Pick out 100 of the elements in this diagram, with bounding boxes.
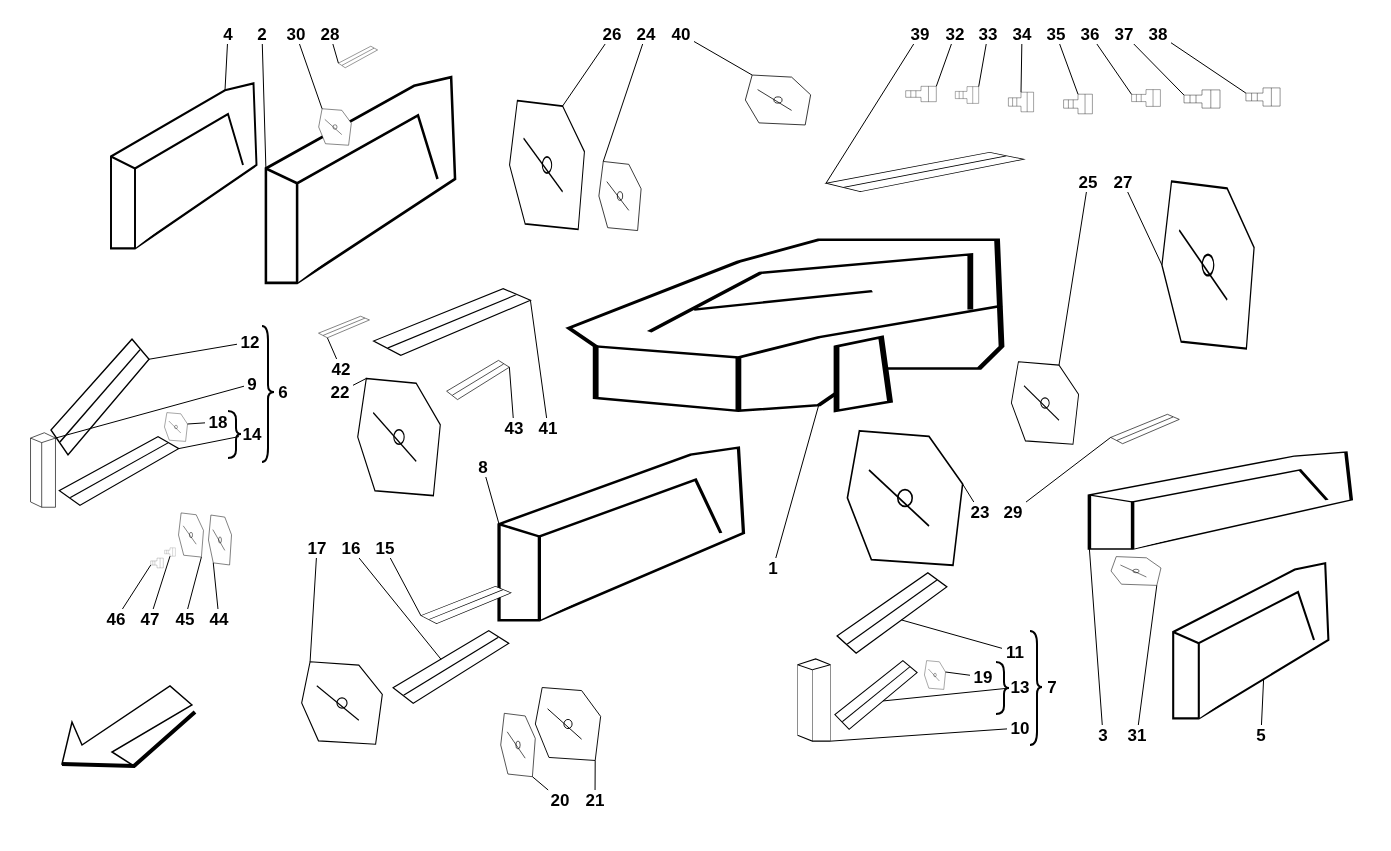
callout-number: 24 bbox=[633, 24, 659, 44]
callout-number: 4 bbox=[220, 24, 236, 44]
bolt-icon bbox=[954, 83, 980, 107]
callout-number: 9 bbox=[244, 374, 260, 394]
leader-line bbox=[299, 43, 323, 110]
callout-number: 19 bbox=[970, 667, 996, 687]
callout-number: 45 bbox=[172, 609, 198, 629]
callout-number: 7 bbox=[1047, 678, 1057, 696]
panel-drawing bbox=[508, 98, 586, 232]
leader-line bbox=[224, 43, 228, 91]
frame-drawing bbox=[108, 80, 258, 250]
callout-number: 23 bbox=[967, 502, 993, 522]
callout-number: 25 bbox=[1075, 172, 1101, 192]
callout-number: 47 bbox=[137, 609, 163, 629]
callout-number: 11 bbox=[1002, 642, 1028, 662]
callout-number: 32 bbox=[942, 24, 968, 44]
callout-number: 29 bbox=[1000, 502, 1026, 522]
callout-number: 28 bbox=[317, 24, 343, 44]
leader-line bbox=[508, 366, 514, 419]
callout-number: 38 bbox=[1145, 24, 1171, 44]
callout-number: 3 bbox=[1095, 725, 1111, 745]
callout-number: 31 bbox=[1124, 725, 1150, 745]
panel-drawing bbox=[1160, 178, 1256, 352]
leader-line bbox=[1137, 584, 1158, 726]
callout-number: 27 bbox=[1110, 172, 1136, 192]
leader-line bbox=[1127, 191, 1163, 266]
panel-drawing bbox=[164, 412, 188, 442]
leader-line bbox=[1058, 191, 1087, 366]
leader-line bbox=[562, 43, 606, 107]
leader-line bbox=[1260, 678, 1265, 726]
leader-line bbox=[309, 557, 317, 663]
callout-number: 46 bbox=[103, 609, 129, 629]
panel-drawing bbox=[1010, 360, 1080, 446]
beam-drawing bbox=[50, 338, 150, 456]
panel-drawing bbox=[318, 108, 352, 146]
post-drawing bbox=[797, 658, 831, 742]
leader-line bbox=[901, 619, 1003, 649]
beam-drawing bbox=[834, 660, 918, 730]
leader-line bbox=[1096, 43, 1133, 95]
leader-line bbox=[187, 422, 206, 425]
leader-line bbox=[602, 43, 644, 162]
leader-line bbox=[935, 43, 952, 87]
leader-line bbox=[332, 43, 339, 64]
panel-drawing bbox=[598, 160, 642, 232]
callout-number: 33 bbox=[975, 24, 1001, 44]
callout-number: 42 bbox=[328, 359, 354, 379]
panel-drawing bbox=[924, 660, 946, 690]
bolt-icon bbox=[164, 546, 176, 558]
callout-number: 12 bbox=[237, 332, 263, 352]
leader-line bbox=[121, 564, 152, 610]
callout-number: 44 bbox=[206, 609, 232, 629]
callout-number: 40 bbox=[668, 24, 694, 44]
callout-number: 14 bbox=[239, 424, 265, 444]
beam-drawing bbox=[824, 152, 1026, 192]
callout-number: 6 bbox=[278, 383, 288, 401]
leader-line bbox=[1170, 42, 1247, 94]
panel-drawing bbox=[500, 712, 536, 778]
leader-line bbox=[326, 337, 338, 360]
callout-number: 10 bbox=[1007, 718, 1033, 738]
leader-line bbox=[178, 436, 240, 450]
callout-number: 17 bbox=[304, 538, 330, 558]
beam-drawing bbox=[318, 316, 370, 338]
leader-line bbox=[962, 483, 975, 503]
leader-line bbox=[1133, 43, 1185, 96]
callout-number: 43 bbox=[501, 418, 527, 438]
beam-drawing bbox=[338, 46, 378, 68]
leader-line bbox=[945, 671, 971, 676]
panel-drawing bbox=[1110, 556, 1162, 586]
callout-number: 37 bbox=[1111, 24, 1137, 44]
callout-number: 41 bbox=[535, 418, 561, 438]
bolt-icon bbox=[150, 556, 164, 570]
callout-number: 1 bbox=[765, 558, 781, 578]
frame-drawing bbox=[262, 73, 457, 285]
callout-number: 35 bbox=[1043, 24, 1069, 44]
panel-drawing bbox=[300, 660, 384, 746]
leader-line bbox=[485, 476, 500, 525]
leader-line bbox=[389, 557, 422, 617]
leader-line bbox=[594, 760, 596, 791]
callout-number: 26 bbox=[599, 24, 625, 44]
beam-drawing bbox=[836, 572, 948, 654]
leader-line bbox=[1020, 43, 1023, 93]
callout-number: 36 bbox=[1077, 24, 1103, 44]
panel-drawing bbox=[178, 512, 204, 558]
leader-line bbox=[352, 377, 367, 386]
callout-number: 22 bbox=[327, 382, 353, 402]
callout-number: 34 bbox=[1009, 24, 1035, 44]
leader-line bbox=[1088, 548, 1103, 726]
bolt-icon bbox=[1182, 86, 1222, 112]
callout-number: 15 bbox=[372, 538, 398, 558]
beam-drawing bbox=[446, 360, 510, 400]
callout-number: 8 bbox=[475, 457, 491, 477]
beam-drawing bbox=[1110, 414, 1180, 444]
frame-drawing bbox=[494, 444, 746, 622]
beam-drawing bbox=[420, 586, 512, 624]
leader-line bbox=[882, 687, 1008, 702]
leader-line bbox=[693, 41, 753, 76]
leader-line bbox=[152, 555, 171, 610]
callout-number: 13 bbox=[1007, 677, 1033, 697]
leader-line bbox=[531, 776, 549, 791]
callout-number: 5 bbox=[1253, 725, 1269, 745]
